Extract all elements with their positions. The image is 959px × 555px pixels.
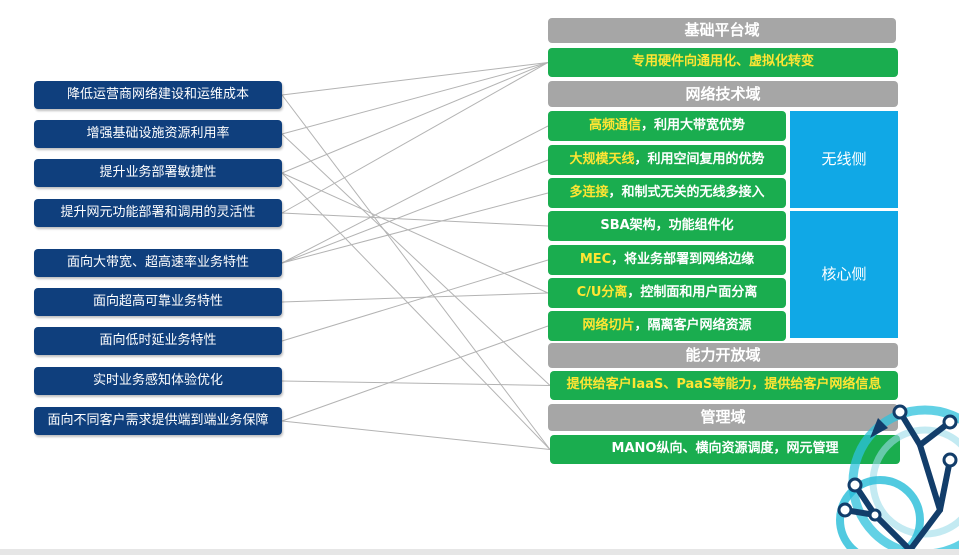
connector-line (281, 292, 549, 303)
connector-line (281, 172, 551, 450)
bottom-strip (0, 549, 959, 555)
connector-line (281, 133, 551, 386)
connector-line (281, 94, 551, 450)
capability-keyword: 大规模天线 (569, 151, 635, 167)
connector-line (281, 125, 549, 264)
capability-exposure-services: 提供给客户IaaS、PaaS等能力，提供给客户网络信息 (550, 371, 898, 400)
capability-text: MANO纵向、横向资源调度，网元管理 (611, 441, 839, 457)
capability-mec: MEC，将业务部署到网络边缘 (548, 245, 786, 275)
connector-line (281, 192, 549, 264)
connector-line (281, 380, 551, 386)
connector-line (281, 62, 549, 96)
capability-keyword: 高频通信 (588, 117, 641, 133)
capability-text: 提供给客户IaaS、PaaS等能力，提供给客户网络信息 (566, 377, 882, 393)
capability-description: ，和制式无关的无线多接入 (608, 184, 765, 200)
goal-low-latency: 面向低时延业务特性 (34, 327, 282, 355)
goal-resource-utilization: 增强基础设施资源利用率 (34, 120, 282, 148)
goal-high-bandwidth: 面向大带宽、超高速率业务特性 (34, 249, 282, 277)
capability-sba: SBA架构，功能组件化 (548, 211, 786, 241)
capability-description: ，隔离客户网络资源 (634, 317, 752, 333)
goal-agile-deployment: 提升业务部署敏捷性 (34, 159, 282, 187)
goal-reduce-cost: 降低运营商网络建设和运维成本 (34, 81, 282, 109)
capability-keyword: C/U分离 (576, 284, 628, 300)
connector-line (281, 212, 549, 227)
connector-line (281, 172, 549, 294)
capability-high-frequency: 高频通信，利用大带宽优势 (548, 111, 786, 141)
capability-description: ，将业务部署到网络边缘 (611, 251, 755, 267)
connector-line (281, 159, 549, 264)
side-label-core: 核心侧 (790, 211, 898, 338)
capability-keyword: 网络切片 (582, 317, 635, 333)
domain-management: 管理域 (548, 404, 898, 431)
goal-high-reliability: 面向超高可靠业务特性 (34, 288, 282, 316)
capability-massive-mimo: 大规模天线，利用空间复用的优势 (548, 145, 786, 175)
goal-e2e-guarantee: 面向不同客户需求提供端到端业务保障 (34, 407, 282, 435)
capability-description: ，利用大带宽优势 (641, 117, 746, 133)
connector-line (281, 259, 549, 342)
capability-general-hardware: 专用硬件向通用化、虚拟化转变 (548, 48, 898, 77)
capability-description: ，控制面和用户面分离 (627, 284, 758, 300)
connector-line (281, 420, 551, 450)
domain-capability-exposure: 能力开放域 (548, 343, 898, 368)
connector-line (281, 62, 549, 214)
capability-cu-separation: C/U分离，控制面和用户面分离 (548, 278, 786, 308)
domain-infrastructure: 基础平台域 (548, 18, 896, 43)
capability-mano: MANO纵向、横向资源调度，网元管理 (550, 435, 900, 464)
capability-description: ，利用空间复用的优势 (634, 151, 765, 167)
capability-text: 专用硬件向通用化、虚拟化转变 (631, 54, 814, 70)
connector-line (281, 62, 549, 174)
capability-network-slicing: 网络切片，隔离客户网络资源 (548, 311, 786, 341)
capability-multi-connectivity: 多连接，和制式无关的无线多接入 (548, 178, 786, 208)
goal-experience-optimization: 实时业务感知体验优化 (34, 367, 282, 395)
goal-flexible-functions: 提升网元功能部署和调用的灵活性 (34, 199, 282, 227)
network-graphic-decoration (836, 404, 959, 555)
domain-network-technology: 网络技术域 (548, 81, 898, 107)
side-label-wireless: 无线侧 (790, 111, 898, 208)
connector-line (281, 62, 549, 135)
capability-text: SBA架构，功能组件化 (600, 217, 734, 233)
capability-keyword: 多连接 (569, 184, 609, 200)
capability-keyword: MEC (579, 251, 612, 267)
connector-line (281, 325, 549, 422)
